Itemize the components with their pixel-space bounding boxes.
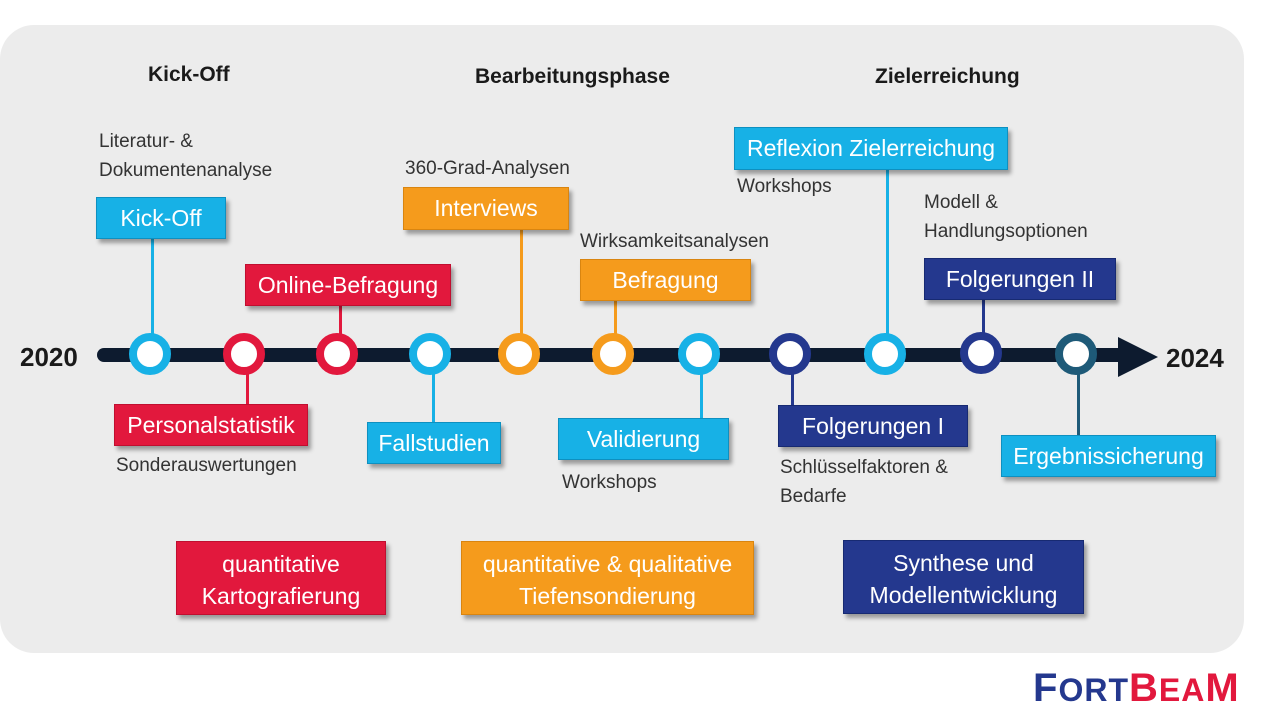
logo-ea: EA <box>1158 672 1206 708</box>
node-folgerungen-2 <box>960 332 1002 374</box>
end-year: 2024 <box>1166 343 1224 373</box>
milestone-validierung: Validierung <box>558 418 729 460</box>
milestone-interviews: Interviews <box>403 187 569 230</box>
note-literatur: Literatur- & Dokumentenanalyse <box>99 127 272 185</box>
milestone-folgerungen-2: Folgerungen II <box>924 258 1116 300</box>
summary-qual-line2: Tiefensondierung <box>519 583 696 609</box>
logo-f: F <box>1033 666 1059 710</box>
milestone-folgerungen-1: Folgerungen I <box>778 405 968 447</box>
note-schluesselfaktoren: Schlüsselfaktoren & Bedarfe <box>780 453 948 511</box>
summary-quant-line2: Kartografierung <box>201 583 361 609</box>
fortbeam-logo: FORTBEAM <box>1033 666 1240 711</box>
phase-heading-bearbeitung: Bearbeitungsphase <box>475 65 670 88</box>
connector-folgerungen-1 <box>791 372 794 406</box>
timeline-arrow-head <box>1118 337 1158 377</box>
summary-qual-line1: quantitative & qualitative <box>482 551 733 577</box>
connector-online-befragung <box>339 306 342 336</box>
summary-synth-line2: Modellentwicklung <box>869 582 1058 608</box>
node-folgerungen-1 <box>769 333 811 375</box>
node-personalstatistik <box>223 333 265 375</box>
node-online-befragung <box>316 333 358 375</box>
note-modell-line1: Modell & <box>924 192 998 213</box>
phase-heading-kickoff: Kick-Off <box>148 63 230 86</box>
note-workshops-bottom: Workshops <box>562 472 657 493</box>
note-workshops-top: Workshops <box>737 176 832 197</box>
start-year: 2020 <box>20 342 78 372</box>
logo-ort: ORT <box>1058 672 1129 708</box>
node-kickoff <box>129 333 171 375</box>
note-sonderauswertungen: Sonderauswertungen <box>116 455 297 476</box>
node-validierung <box>678 333 720 375</box>
connector-befragung <box>614 301 617 336</box>
summary-quant-line1: quantitative <box>222 551 340 577</box>
note-modell: Modell & Handlungsoptionen <box>924 188 1088 246</box>
note-schluesselfaktoren-line1: Schlüsselfaktoren & <box>780 457 948 478</box>
connector-reflexion <box>886 170 889 336</box>
milestone-kickoff: Kick-Off <box>96 197 226 239</box>
milestone-reflexion-zielerreichung: Reflexion Zielerreichung <box>734 127 1008 170</box>
note-literatur-line2: Dokumentenanalyse <box>99 160 273 181</box>
summary-synthese-modellentwicklung: Synthese und Modellentwicklung <box>843 540 1084 614</box>
connector-folgerungen-2 <box>982 300 985 335</box>
connector-kickoff <box>151 239 154 339</box>
note-360-grad: 360-Grad-Analysen <box>405 158 570 179</box>
note-schluesselfaktoren-line2: Bedarfe <box>780 486 847 507</box>
note-literatur-line1: Literatur- & <box>99 131 193 152</box>
connector-fallstudien <box>432 372 435 422</box>
connector-personalstatistik <box>246 372 249 404</box>
logo-b: B <box>1128 666 1159 710</box>
summary-tiefensondierung: quantitative & qualitative Tiefensondier… <box>461 541 754 615</box>
connector-interviews <box>520 230 523 337</box>
connector-validierung <box>700 372 703 418</box>
note-modell-line2: Handlungsoptionen <box>924 221 1088 242</box>
node-interviews <box>498 333 540 375</box>
note-wirksamkeitsanalysen: Wirksamkeitsanalysen <box>580 231 769 252</box>
milestone-online-befragung: Online-Befragung <box>245 264 451 306</box>
node-ergebnissicherung <box>1055 333 1097 375</box>
connector-ergebnissicherung <box>1077 372 1080 435</box>
node-fallstudien <box>409 333 451 375</box>
phase-heading-zielerreichung: Zielerreichung <box>875 65 1020 88</box>
node-reflexion <box>864 333 906 375</box>
summary-synth-line1: Synthese und <box>893 550 1034 576</box>
milestone-personalstatistik: Personalstatistik <box>114 404 308 446</box>
milestone-fallstudien: Fallstudien <box>367 422 501 464</box>
logo-m: M <box>1205 666 1240 710</box>
summary-quantitative-kartografierung: quantitative Kartografierung <box>176 541 386 615</box>
milestone-befragung: Befragung <box>580 259 751 301</box>
node-befragung <box>592 333 634 375</box>
milestone-ergebnissicherung: Ergebnissicherung <box>1001 435 1216 477</box>
